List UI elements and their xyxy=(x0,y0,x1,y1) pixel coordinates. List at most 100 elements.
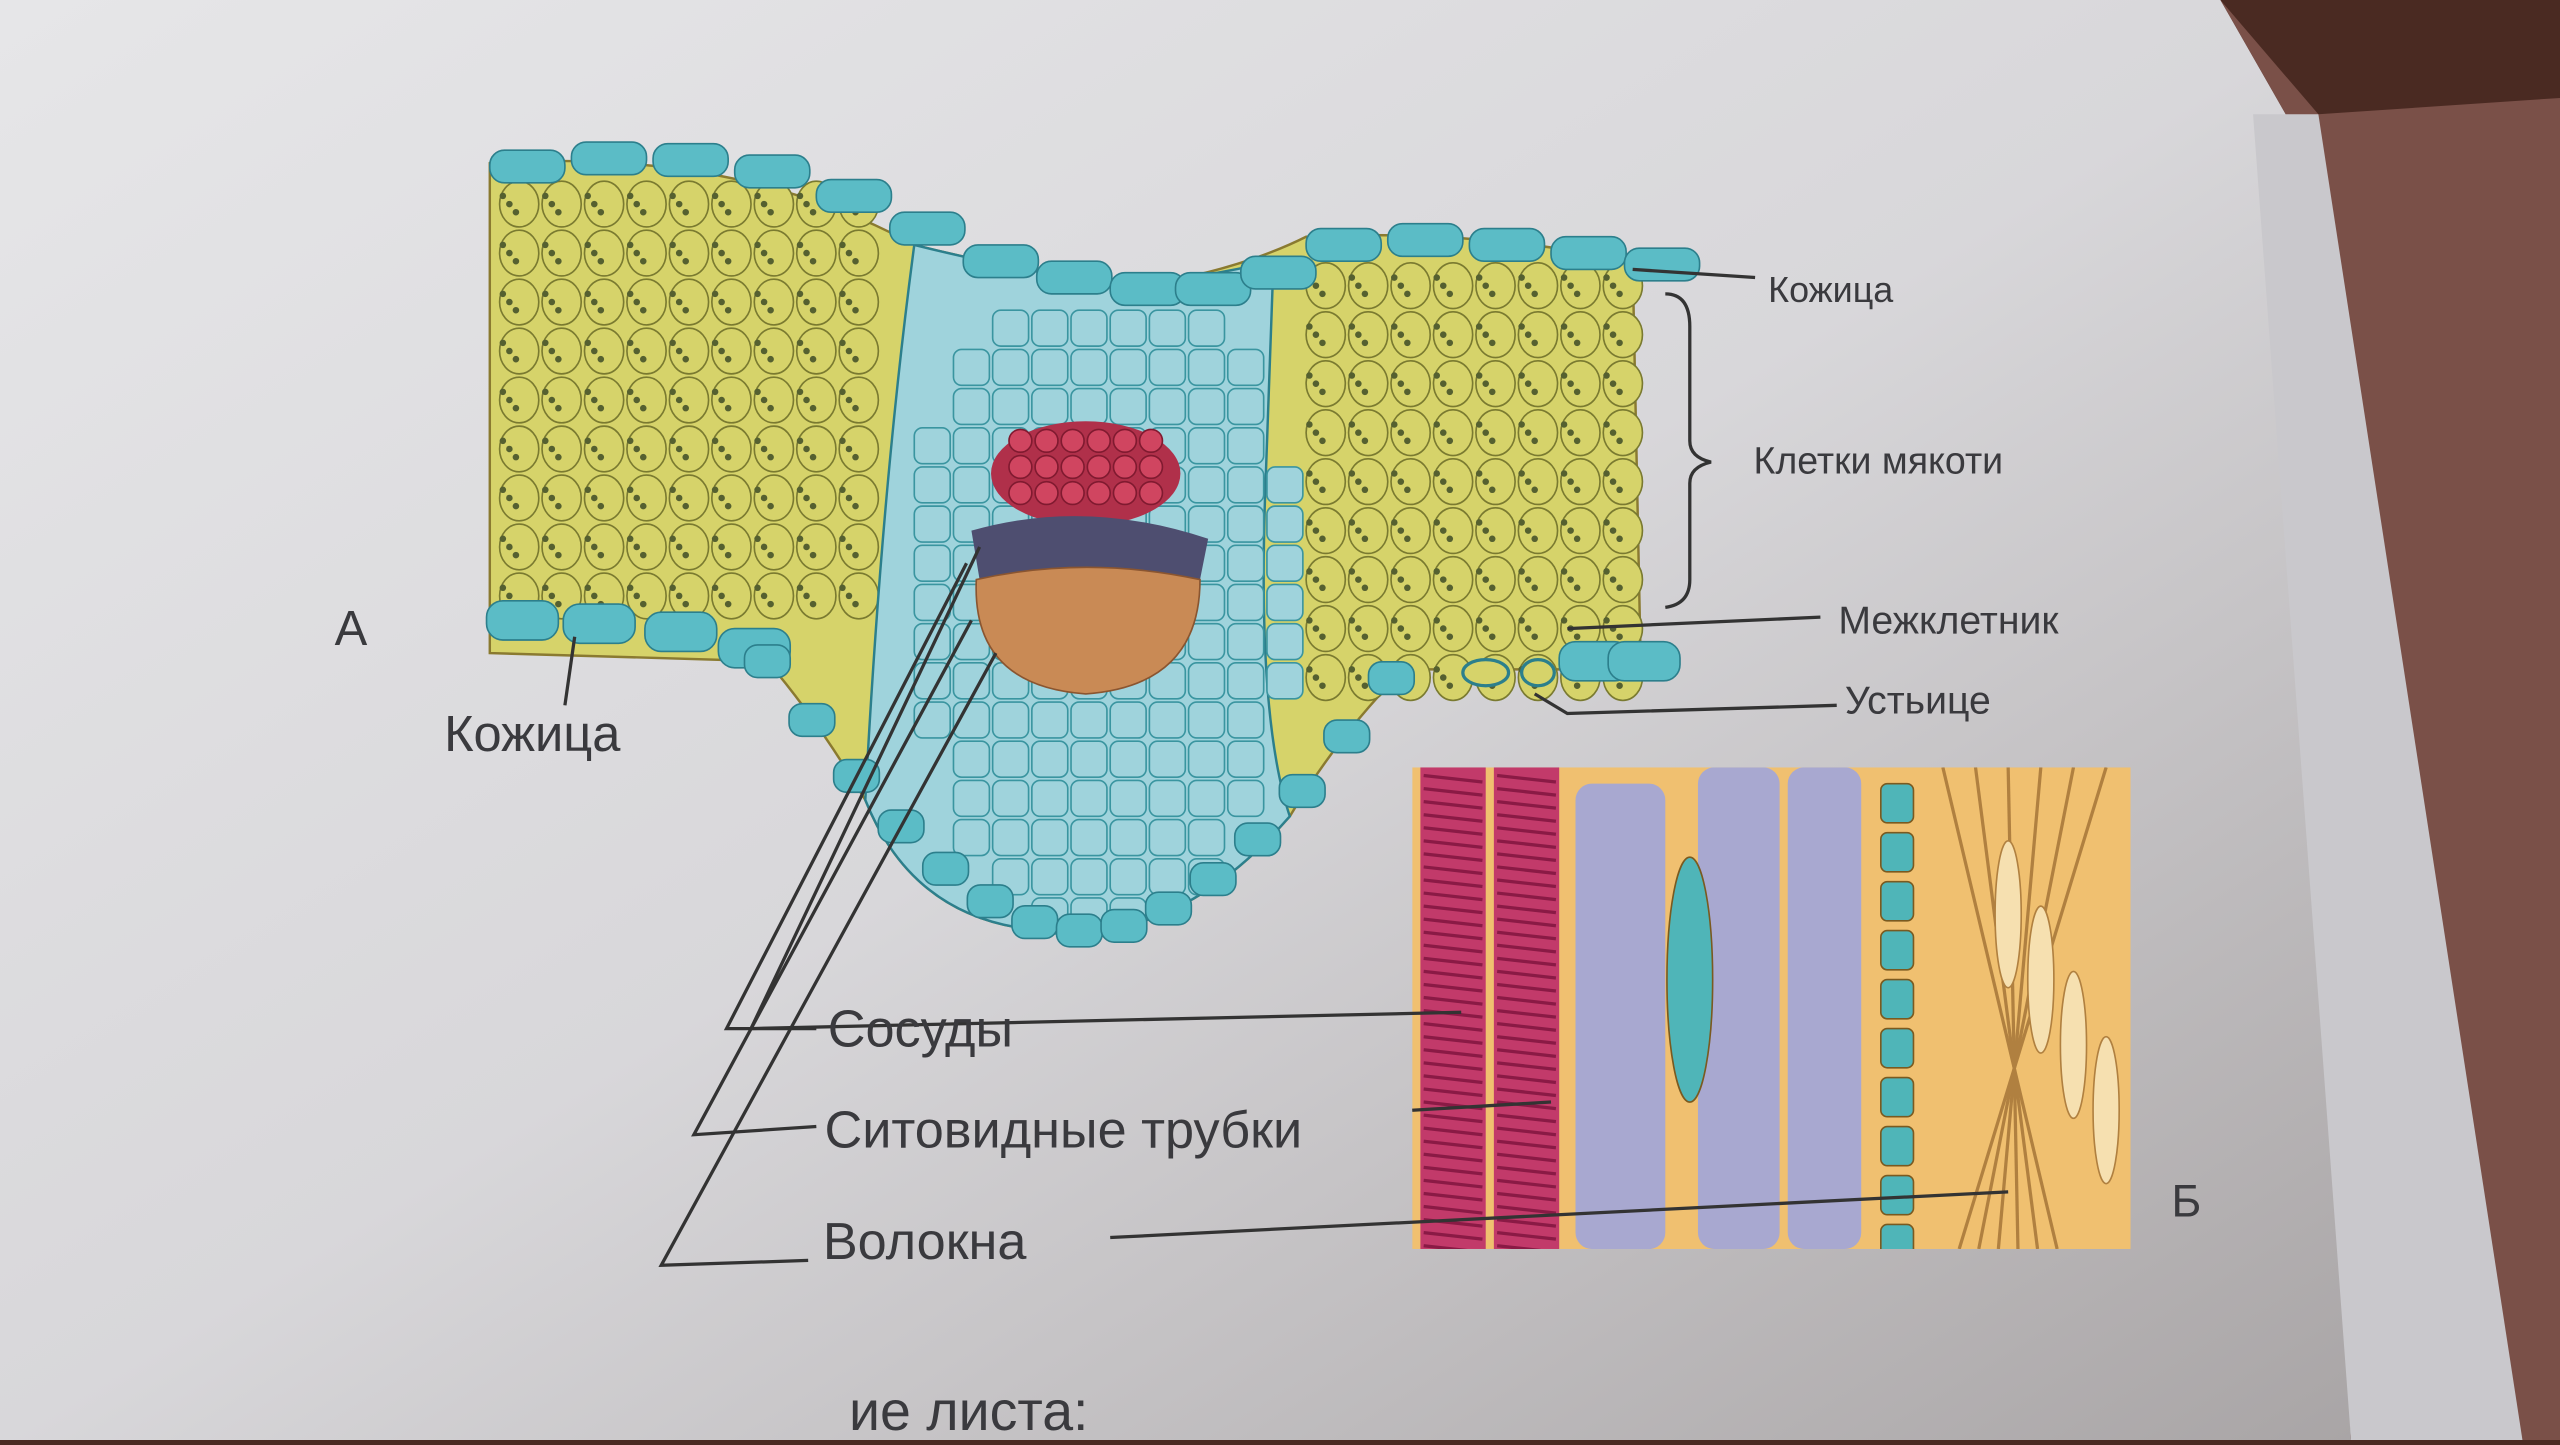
chloroplast xyxy=(809,551,817,559)
chloroplast xyxy=(1573,584,1581,592)
chloroplast xyxy=(548,200,556,208)
chloroplast xyxy=(1391,274,1398,281)
companion-cell xyxy=(1880,782,1915,824)
chloroplast xyxy=(675,494,683,502)
mesophyll-cell xyxy=(668,474,710,522)
mesophyll-cell xyxy=(711,425,752,473)
chloroplast xyxy=(591,347,598,355)
chloroplast xyxy=(1391,421,1398,428)
chloroplast xyxy=(796,535,804,543)
chloroplast xyxy=(809,502,817,510)
chloroplast xyxy=(724,208,732,216)
mesophyll-cell xyxy=(795,278,837,326)
chloroplast xyxy=(1524,625,1532,632)
chloroplast xyxy=(584,584,592,592)
leader-lines xyxy=(563,267,2009,1268)
chloroplast xyxy=(1440,282,1447,289)
mesophyll-cell xyxy=(668,229,710,277)
chloroplast xyxy=(682,208,689,216)
mesophyll-cell xyxy=(838,376,880,424)
midrib-cell xyxy=(1148,309,1187,347)
vessel-ring xyxy=(1496,1087,1557,1098)
mesophyll-cell xyxy=(1432,311,1474,359)
mesophyll-cell xyxy=(541,278,583,326)
vessel-ring xyxy=(1496,917,1557,928)
mesophyll-cell xyxy=(1517,555,1559,604)
chloroplast xyxy=(839,290,846,298)
vessel-ring xyxy=(1496,1204,1557,1215)
chloroplast xyxy=(1616,437,1623,445)
epidermis-cell xyxy=(1278,773,1326,809)
midrib-cell xyxy=(1187,348,1226,387)
chloroplast xyxy=(1433,666,1440,673)
midrib-cell xyxy=(1226,466,1265,504)
mesophyll-cell xyxy=(498,278,540,326)
midrib-cell xyxy=(1070,740,1108,778)
midrib-cell xyxy=(1070,309,1108,347)
vessel-ring xyxy=(1423,865,1483,876)
chloroplast xyxy=(1397,429,1405,436)
chloroplast xyxy=(597,257,605,265)
chloroplast xyxy=(711,535,719,543)
mesophyll-cell xyxy=(1305,408,1347,457)
midrib-cell xyxy=(1226,387,1265,426)
chloroplast xyxy=(1573,486,1581,494)
chloroplast xyxy=(1433,421,1440,428)
chloroplast xyxy=(626,388,634,396)
vessel-ring xyxy=(1496,773,1557,784)
chloroplast xyxy=(1397,625,1405,632)
chloroplast xyxy=(1524,282,1532,289)
vessel-ring xyxy=(1423,1178,1483,1189)
chloroplast xyxy=(1567,331,1574,338)
chloroplast xyxy=(542,388,549,396)
chloroplast xyxy=(845,396,853,404)
companion-cell xyxy=(1880,929,1915,971)
chloroplast xyxy=(1573,339,1581,347)
vessel-cell xyxy=(1008,428,1033,454)
midrib-cell xyxy=(1148,818,1187,857)
mesophyll-cell xyxy=(1390,311,1432,359)
chloroplast xyxy=(1475,372,1483,379)
chloroplast xyxy=(1404,339,1411,347)
chloroplast xyxy=(1560,470,1568,477)
vessel-ring xyxy=(1423,930,1483,941)
chloroplast xyxy=(1518,421,1525,428)
chloroplast xyxy=(1475,421,1483,428)
mesophyll-cell xyxy=(583,327,625,375)
chloroplast xyxy=(682,502,689,510)
chloroplast xyxy=(1440,429,1447,436)
chloroplast xyxy=(1348,519,1356,526)
vessel-cell xyxy=(1034,428,1059,454)
chloroplast xyxy=(803,543,810,551)
chloroplast xyxy=(1391,372,1398,379)
sieve-tube xyxy=(1787,767,1862,1249)
chloroplast xyxy=(1348,470,1356,477)
chloroplast xyxy=(1488,535,1496,543)
chloroplast xyxy=(1446,633,1454,640)
chloroplast xyxy=(724,306,732,314)
label-sieve-tubes: Ситовидные трубки xyxy=(824,1102,1302,1160)
chloroplast xyxy=(767,257,774,265)
chloroplast xyxy=(1312,527,1320,534)
chloroplast xyxy=(754,388,761,396)
mesophyll-cell xyxy=(1560,457,1601,506)
chloroplast xyxy=(1560,568,1568,575)
mesophyll-cell xyxy=(498,376,540,424)
mesophyll-cell xyxy=(1390,555,1432,604)
midrib-cell xyxy=(991,701,1030,739)
chloroplast xyxy=(1355,478,1362,485)
chloroplast xyxy=(555,600,562,608)
chloroplast xyxy=(1524,527,1532,534)
chloroplast xyxy=(669,339,676,347)
mesophyll-cell xyxy=(1432,555,1474,604)
chloroplast xyxy=(1567,576,1574,583)
chloroplast xyxy=(584,437,592,445)
chloroplast xyxy=(1616,486,1623,494)
chloroplast xyxy=(852,306,859,314)
mesophyll-cell xyxy=(838,572,880,620)
mesophyll-cell xyxy=(753,327,795,375)
epidermis-cell xyxy=(485,600,560,641)
mesophyll-cell xyxy=(1347,408,1389,457)
chloroplast xyxy=(640,306,647,314)
mesophyll-cell xyxy=(1347,311,1389,359)
